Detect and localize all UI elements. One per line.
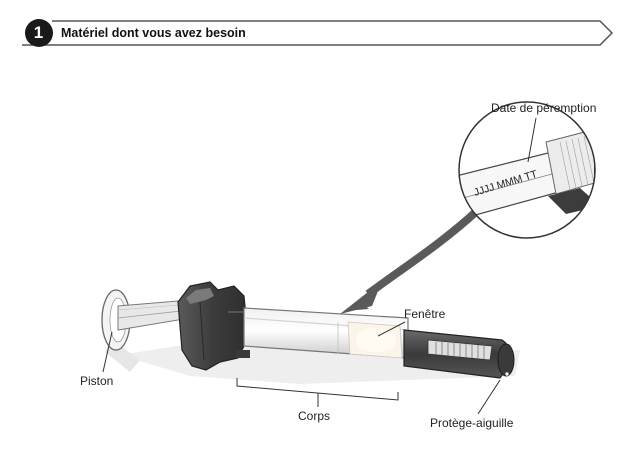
leader-lines (102, 117, 537, 415)
needle-guard-label: Protège-aiguille (430, 416, 514, 430)
step-number: 1 (33, 23, 44, 42)
expiry-date-label: Date de péremption (491, 101, 597, 115)
window-label: Fenêtre (404, 307, 446, 321)
step-header (22, 19, 614, 47)
window-leader (377, 321, 406, 337)
step-number-circle (25, 19, 53, 47)
pointer-arrow (340, 207, 481, 314)
expiry-leader (527, 117, 537, 163)
plunger (101, 289, 191, 351)
plunger-label: Piston (80, 374, 114, 388)
needle-guard-leader (477, 379, 501, 415)
step-title: Matériel dont vous avez besoin (61, 26, 246, 40)
finger-flange (177, 281, 250, 371)
needle-guard (403, 329, 515, 379)
body-label: Corps (298, 409, 331, 423)
zoom-circle (458, 101, 596, 239)
plunger-leader (102, 331, 113, 373)
